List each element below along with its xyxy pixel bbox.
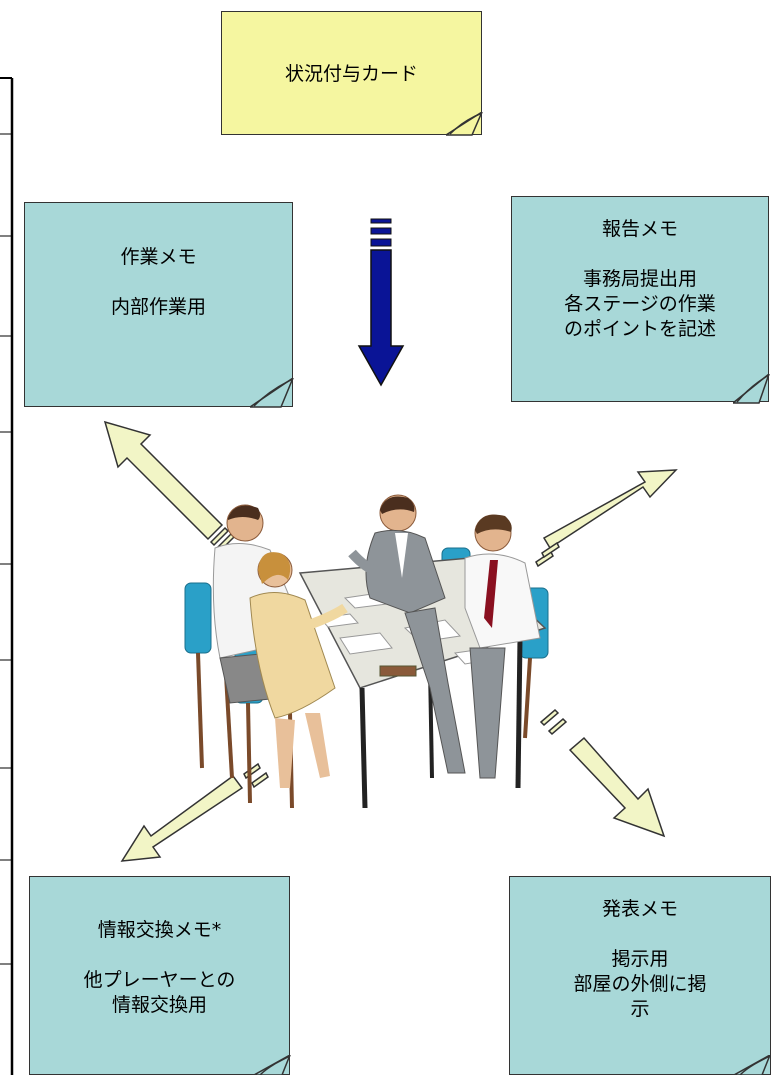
- info-exchange-memo: 情報交換メモ* 他プレーヤーとの 情報交換用: [29, 876, 290, 1075]
- situation-card-title: 状況付与カード: [284, 63, 418, 85]
- work-memo-title: 作業メモ: [120, 246, 197, 268]
- work-memo: 作業メモ 内部作業用: [24, 202, 293, 407]
- situation-card-fold: [446, 112, 483, 136]
- down-arrow: [357, 218, 405, 387]
- meeting-illustration: [184, 494, 549, 809]
- info-memo-title: 情報交換メモ*: [97, 919, 222, 941]
- arrow-to-report-memo: [535, 469, 678, 568]
- arrow-to-presentation-memo: [539, 708, 666, 838]
- work-memo-fold: [250, 378, 294, 408]
- presentation-memo-line-3: 示: [630, 998, 650, 1020]
- presentation-memo-fold: [734, 1055, 771, 1075]
- work-memo-line-1: 内部作業用: [110, 296, 206, 318]
- presentation-memo: 発表メモ 掲示用 部屋の外側に掲 示: [509, 876, 771, 1075]
- report-memo-title: 報告メモ: [601, 218, 678, 240]
- report-memo-line-2: 各ステージの作業: [564, 293, 716, 315]
- left-ruler: [0, 77, 14, 1075]
- meeting-people-icon: [184, 494, 549, 809]
- report-memo-line-3: のポイントを記述: [563, 318, 716, 340]
- report-memo: 報告メモ 事務局提出用 各ステージの作業 のポイントを記述: [511, 196, 769, 402]
- situation-card: 状況付与カード: [221, 11, 482, 135]
- report-memo-line-1: 事務局提出用: [582, 268, 697, 290]
- presentation-memo-line-1: 掲示用: [611, 948, 669, 970]
- arrow-to-info-memo: [120, 762, 269, 862]
- report-memo-fold: [733, 374, 770, 404]
- info-memo-line-2: 情報交換用: [111, 994, 207, 1016]
- presentation-memo-line-2: 部屋の外側に掲: [573, 973, 707, 995]
- info-memo-line-1: 他プレーヤーとの: [83, 969, 236, 991]
- info-memo-fold: [254, 1055, 291, 1075]
- presentation-memo-title: 発表メモ: [601, 898, 678, 920]
